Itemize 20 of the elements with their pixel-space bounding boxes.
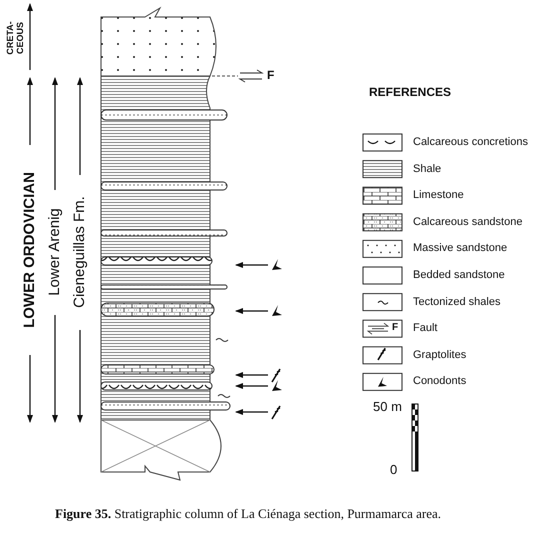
formation-label: Cieneguillas Fm. bbox=[72, 196, 88, 308]
legend-label: Conodonts bbox=[413, 375, 466, 388]
figure-caption: Figure 35. Stratigraphic column of La Ciénaga section, Purmamarca area. bbox=[55, 507, 442, 522]
period-label: LOWER ORDOVICIAN bbox=[22, 172, 38, 328]
legend-label: Fault bbox=[413, 322, 438, 334]
stage-label: Lower Arenig bbox=[46, 208, 64, 296]
legend-heading: REFERENCES bbox=[369, 86, 452, 100]
legend-label: Calcareous concretions bbox=[413, 136, 528, 148]
legend-label: Shale bbox=[413, 162, 442, 175]
fault-label: F bbox=[392, 322, 398, 334]
period-label: CRETA- CEOUS bbox=[6, 20, 26, 57]
legend-label: Tectonized shales bbox=[413, 296, 500, 308]
legend-label: Graptolites bbox=[413, 348, 466, 361]
legend-label: Bedded sandstone bbox=[413, 269, 505, 282]
legend-label: Massive sandstone bbox=[413, 242, 508, 254]
scale-label: 0 bbox=[390, 463, 398, 478]
fault-label: F bbox=[267, 69, 274, 82]
scale-label: 50 m bbox=[373, 400, 402, 414]
legend-label: Limestone bbox=[413, 189, 464, 202]
legend-label: Calcareous sandstone bbox=[413, 216, 522, 228]
